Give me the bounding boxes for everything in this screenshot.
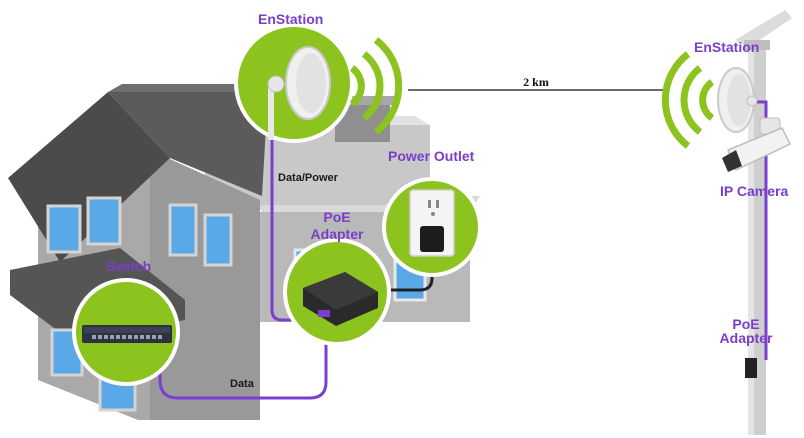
ip-camera-icon	[722, 117, 792, 172]
poe-adapter-icon	[283, 238, 391, 346]
wifi-signal-icon	[349, 37, 403, 135]
switch-label: Switch	[106, 258, 151, 274]
enstation-pole-label: EnStation	[694, 39, 759, 55]
data-power-label: Data/Power	[278, 172, 339, 184]
pole-poe-adapter-icon	[745, 358, 757, 378]
data-cable	[158, 330, 328, 400]
network-switch-icon	[72, 278, 180, 386]
enstation-top-label: EnStation	[258, 11, 323, 27]
enstation-dish-icon	[234, 23, 354, 143]
pole-wifi-signal-icon	[661, 51, 715, 149]
power-cable	[378, 250, 434, 292]
power-outlet-label: Power Outlet	[388, 148, 475, 164]
ip-camera-label: IP Camera	[720, 183, 788, 199]
pole-enstation-dish-icon	[717, 67, 758, 133]
power-outlet-icon	[382, 177, 482, 277]
data-label: Data	[230, 378, 255, 390]
data-power-cable	[270, 95, 318, 322]
distance-label: 2 km	[523, 75, 549, 89]
poe-adapter-label-line1: PoE	[323, 209, 350, 225]
poe-pole-label-line2: Adapter	[720, 330, 773, 346]
pole-cable	[756, 100, 768, 360]
poe-pole-label-line1: PoE	[732, 316, 759, 332]
poe-adapter-label-line2: Adapter	[311, 226, 364, 242]
cables	[158, 95, 328, 400]
